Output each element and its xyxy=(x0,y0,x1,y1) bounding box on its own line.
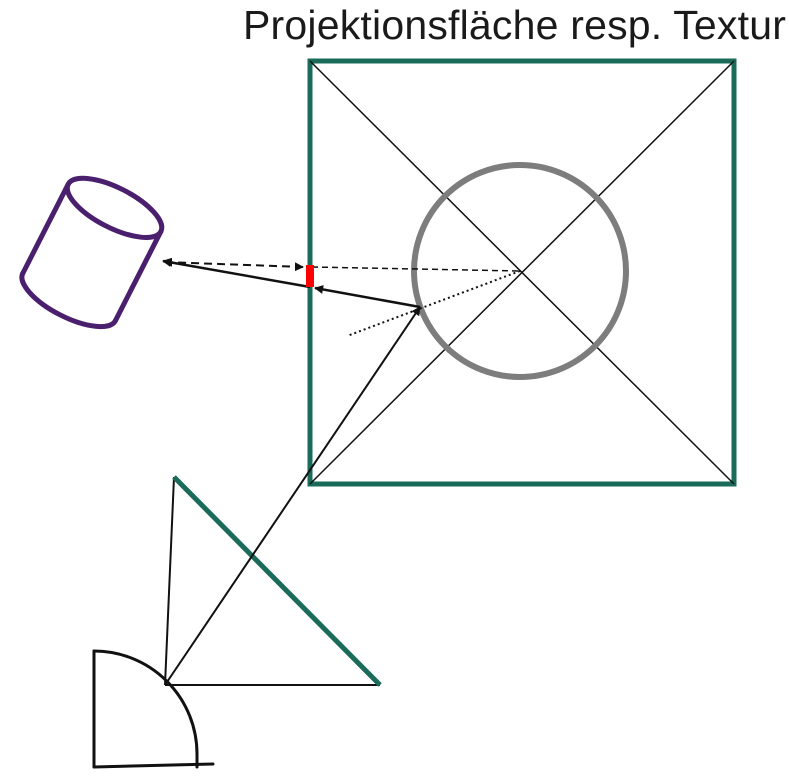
object-circle xyxy=(411,162,629,380)
projected-ray-arrow xyxy=(162,257,311,289)
cylinder-icon xyxy=(19,175,165,330)
highlight-mark xyxy=(306,265,314,287)
diagram-title: Projektionsfläche resp. Textur xyxy=(243,2,787,48)
dashed-ray-arrow xyxy=(163,257,304,272)
frustum-left-edge xyxy=(164,476,175,686)
image-plane-edge xyxy=(172,475,382,687)
dotted-ray xyxy=(346,270,521,337)
projection-plane-diagonal-2 xyxy=(309,60,735,485)
quarter-circle-icon xyxy=(92,649,215,769)
view-ray-arrow xyxy=(164,306,421,686)
reflected-ray-arrow xyxy=(314,285,421,309)
dashed-ray-center xyxy=(311,266,521,272)
